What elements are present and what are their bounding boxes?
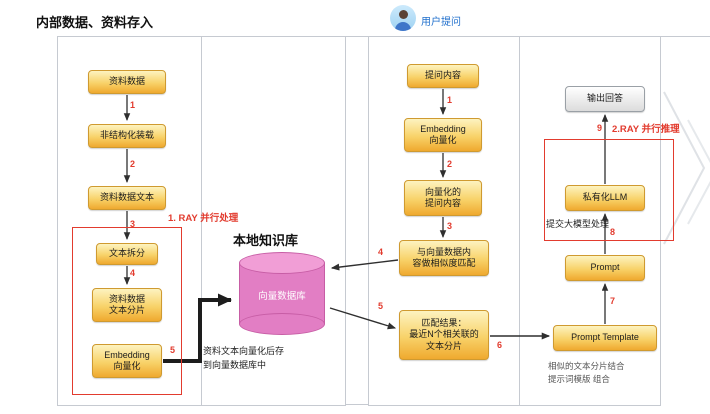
- node-source-text: 资料数据文本: [88, 186, 166, 210]
- node-question: 提问内容: [407, 64, 479, 88]
- node-private-llm: 私有化LLM: [565, 185, 645, 211]
- node-similarity-match: 与向量数据内 容做相似度匹配: [399, 240, 489, 276]
- cylinder-bottom: [239, 313, 325, 335]
- cylinder-top: [239, 252, 325, 274]
- ray-processing-label: 1. RAY 并行处理: [168, 213, 239, 224]
- top-border-extension: [660, 36, 710, 37]
- ray-inference-region: [544, 139, 674, 241]
- step-number: 4: [378, 247, 384, 257]
- user-question-label: 用户提问: [421, 17, 461, 28]
- node-prompt: Prompt: [565, 255, 645, 281]
- step-number: 6: [497, 340, 503, 350]
- panel-ingest: [57, 36, 202, 406]
- step-number: 1: [447, 95, 453, 105]
- diagram-title: 内部数据、资料存入: [36, 15, 154, 30]
- combine-note: 相似的文本分片结合 提示词模版 组合: [548, 361, 625, 384]
- node-prompt-template: Prompt Template: [553, 325, 657, 351]
- submit-note: 提交大模型处理: [546, 219, 610, 229]
- top-border-connector: [345, 36, 368, 37]
- avatar-body: [395, 22, 411, 31]
- avatar-head: [398, 10, 408, 19]
- node-text-split: 文本拆分: [96, 243, 158, 265]
- step-number: 9: [597, 123, 603, 133]
- step-number: 3: [447, 221, 453, 231]
- ray-inference-label: 2.RAY 并行推理: [612, 124, 680, 135]
- user-avatar-icon: [390, 5, 416, 31]
- node-text-chunks: 资料数据 文本分片: [92, 288, 162, 322]
- bottom-border-connector: [345, 404, 368, 405]
- step-number: 3: [130, 219, 136, 229]
- node-vectorized-question: 向量化的 提问内容: [404, 180, 482, 216]
- node-output-answer: 输出回答: [565, 86, 645, 112]
- step-number: 7: [610, 296, 616, 306]
- panel-answer: [518, 36, 661, 406]
- step-number: 1: [130, 100, 136, 110]
- node-embedding-query: Embedding 向量化: [404, 118, 482, 152]
- step-number: 8: [610, 227, 616, 237]
- node-unstructured-load: 非结构化装载: [88, 124, 166, 148]
- store-note: 资料文本向量化后存 到向量数据库中: [203, 346, 285, 370]
- step-number: 4: [130, 268, 136, 278]
- step-number: 2: [130, 159, 136, 169]
- step-number: 5: [170, 345, 176, 355]
- step-number: 2: [447, 159, 453, 169]
- node-source-data: 资料数据: [88, 70, 166, 94]
- panel-knowledge-base: [200, 36, 346, 406]
- panel-query: [368, 36, 520, 406]
- vector-db-cylinder: 向量数据库: [239, 252, 325, 336]
- vector-db-label: 向量数据库: [258, 291, 306, 302]
- node-embedding-ingest: Embedding 向量化: [92, 344, 162, 378]
- step-number: 5: [378, 301, 384, 311]
- ray-processing-region: [72, 227, 182, 395]
- node-match-result: 匹配结果： 最近N个相关联的 文本分片: [399, 310, 489, 360]
- knowledge-base-title: 本地知识库: [233, 233, 299, 248]
